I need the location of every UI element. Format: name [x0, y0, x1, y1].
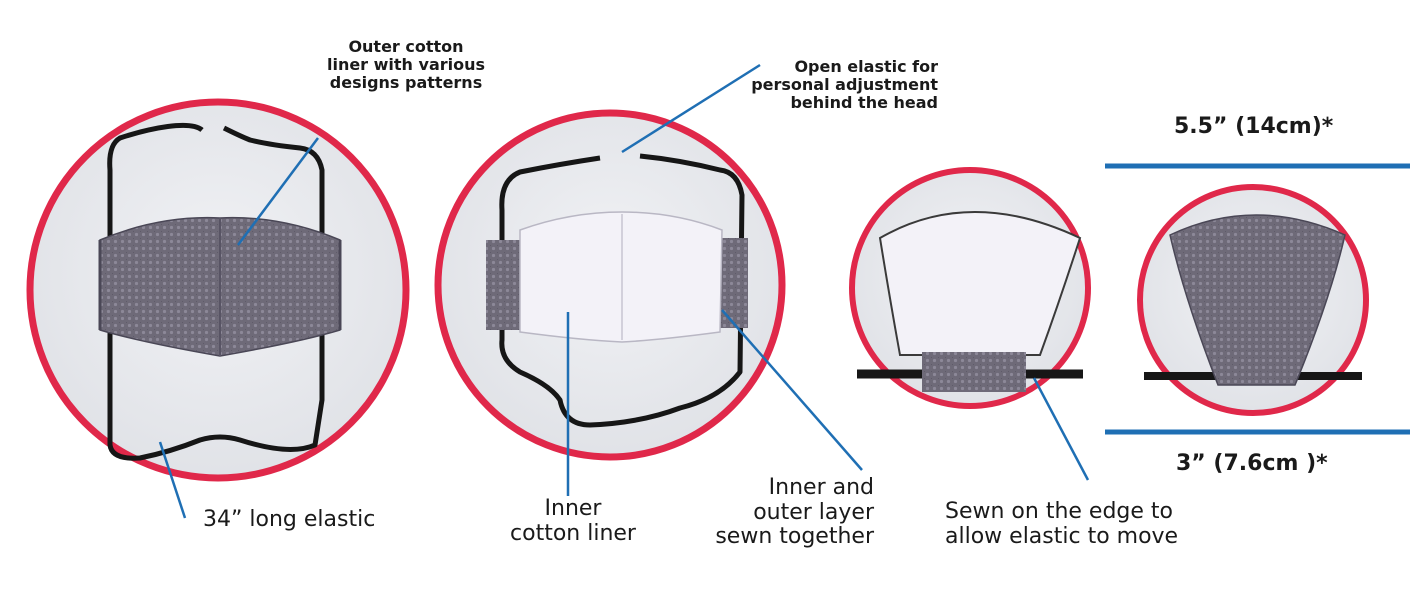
leader-sewn-together — [721, 309, 863, 471]
elastic-loop-2 — [499, 153, 745, 428]
leader-sewn-edge — [1032, 377, 1090, 481]
label-outer-liner: Outer cotton liner with various designs … — [326, 37, 486, 92]
photo-inner-view — [434, 109, 786, 461]
photo-side-detail-outer — [1137, 184, 1369, 416]
mask-outer-1 — [98, 216, 342, 357]
photo-outer-view — [26, 98, 410, 482]
elastic-loop-1 — [107, 122, 325, 461]
leader-open-elastic — [621, 63, 761, 154]
label-sewn-together: Inner and outer layer sewn together — [715, 475, 874, 550]
label-inner-liner: Inner cotton liner — [510, 496, 636, 546]
mask-inner-2 — [486, 211, 748, 343]
photo-side-detail-inner — [849, 167, 1091, 409]
label-sewn-edge: Sewn on the edge to allow elastic to mov… — [945, 499, 1179, 549]
label-top-width: 5.5” (14cm)* — [1174, 114, 1334, 139]
leader-outer-liner — [236, 137, 320, 246]
label-open-elastic: Open elastic for personal adjustment beh… — [751, 57, 938, 112]
label-long-elastic: 34” long elastic — [203, 507, 376, 532]
label-bottom-width: 3” (7.6cm )* — [1176, 451, 1328, 476]
leader-long-elastic — [158, 441, 187, 519]
